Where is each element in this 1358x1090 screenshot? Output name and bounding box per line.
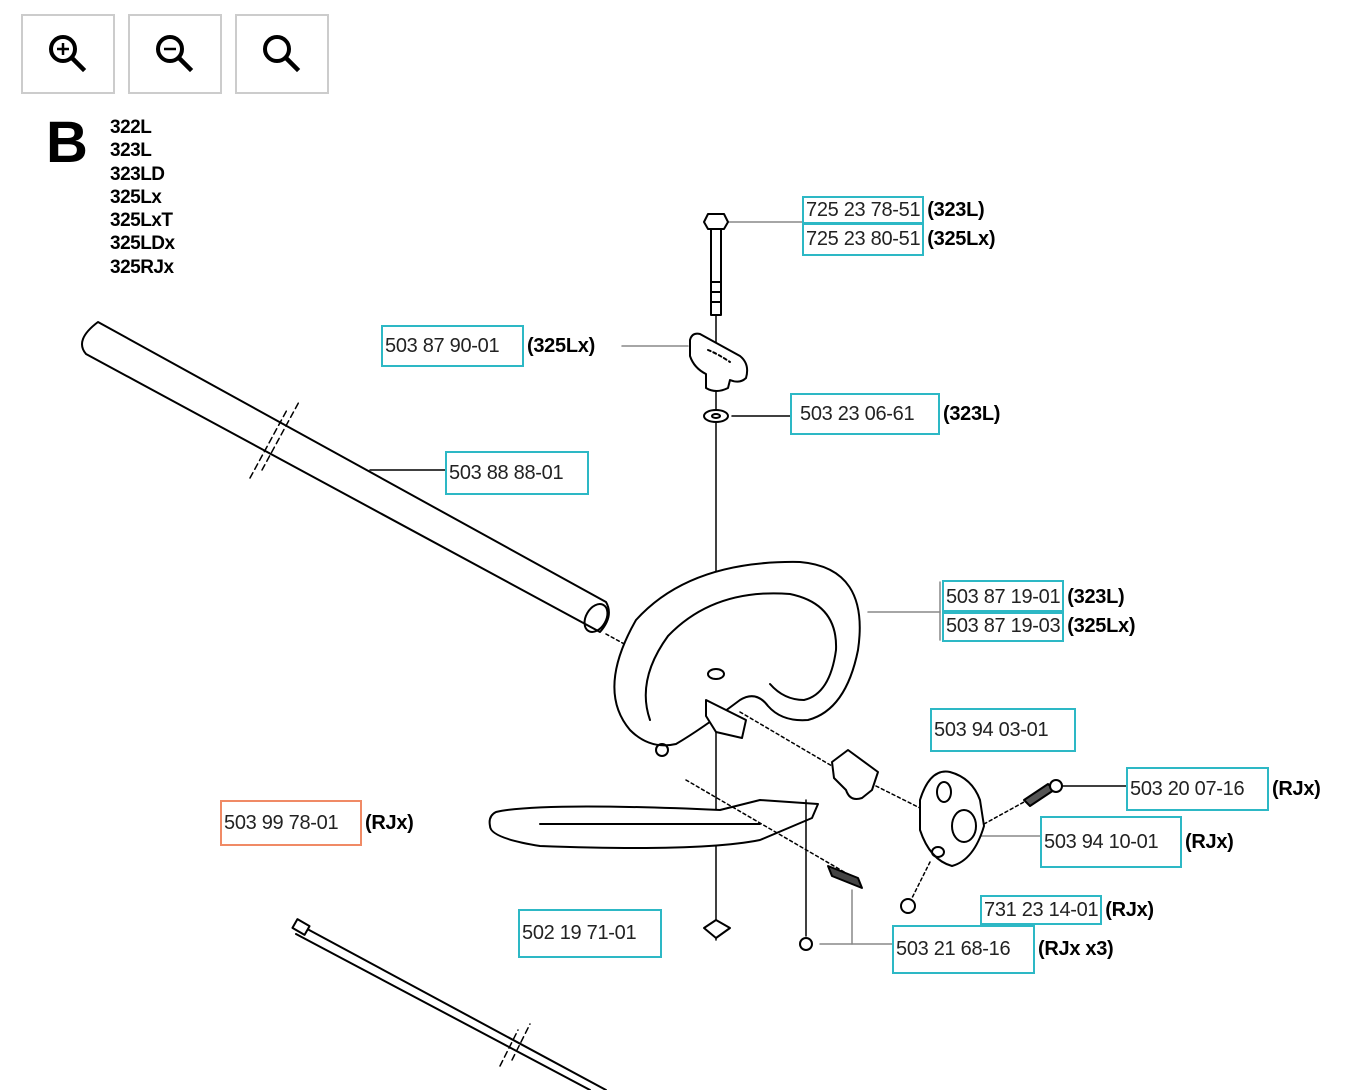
part-number-link[interactable]: 503 87 90-01 xyxy=(381,325,524,367)
part-callout: 503 23 06-61 (323L) xyxy=(790,393,1000,435)
model-label: 322L xyxy=(110,117,152,138)
bottom-screw-part xyxy=(799,799,863,951)
part-number-link[interactable]: 731 23 14-01 xyxy=(980,895,1103,925)
part-number-link[interactable]: 503 88 88-01 xyxy=(445,451,589,495)
model-label: 323L xyxy=(110,140,152,162)
part-note: (325Lx) xyxy=(1067,614,1136,637)
part-note: (RJx) xyxy=(1185,830,1234,853)
part-callout: 503 99 78-01 (RJx) xyxy=(220,800,414,846)
part-callout: 725 23 78-51 (323L) xyxy=(802,196,985,224)
part-note: (323L) xyxy=(1067,585,1125,608)
drive-shaft-part xyxy=(291,918,607,1090)
part-callout: 502 19 71-01 xyxy=(518,909,662,958)
loop-handle-part xyxy=(613,560,861,757)
part-callout: 503 87 19-03 (325Lx) xyxy=(942,610,1136,642)
screw-part xyxy=(983,779,1063,825)
part-callout: 503 20 07-16 (RJx) xyxy=(1126,767,1321,811)
part-number-link[interactable]: 725 23 80-51 xyxy=(802,223,925,256)
model-label: 323LD xyxy=(110,163,165,185)
part-callout: 725 23 80-51 (325Lx) xyxy=(802,223,996,256)
part-number-link[interactable]: 503 94 10-01 xyxy=(1040,816,1182,868)
reset-zoom-button[interactable] xyxy=(235,14,329,94)
zoom-in-icon xyxy=(49,35,87,73)
section-letter: B xyxy=(46,110,88,175)
part-callout: 503 94 03-01 xyxy=(930,708,1076,752)
clamp-part xyxy=(739,711,921,809)
zoom-in-button[interactable] xyxy=(21,14,115,94)
nut-part xyxy=(900,898,916,914)
tube-part xyxy=(81,321,691,681)
zoom-out-icon xyxy=(156,35,194,73)
model-label: 325Lx xyxy=(110,186,162,208)
part-number-link[interactable]: 503 20 07-16 xyxy=(1126,767,1269,811)
part-note: (325Lx) xyxy=(527,334,595,357)
part-note: (RJx x3) xyxy=(1038,938,1114,960)
bracket-part xyxy=(919,770,985,867)
part-note: (325Lx) xyxy=(927,228,996,250)
leader-lines xyxy=(369,221,1127,945)
search-icon xyxy=(263,35,301,73)
model-list: 322L 323L 323LD 325Lx 325LxT 325LDx 325R… xyxy=(110,116,175,279)
part-number-link[interactable]: 503 87 19-01 xyxy=(942,580,1065,614)
part-number-link[interactable]: 725 23 78-51 xyxy=(802,196,925,224)
part-note: (323L) xyxy=(943,402,1001,425)
part-callout: 731 23 14-01 (RJx) xyxy=(980,895,1154,925)
square-nut-part xyxy=(703,919,731,939)
part-number-link[interactable]: 503 23 06-61 xyxy=(790,393,940,435)
part-number-link[interactable]: 503 94 03-01 xyxy=(930,708,1076,752)
part-callout: 503 88 88-01 xyxy=(445,451,589,495)
part-callout: 503 21 68-16 (RJx x3) xyxy=(892,925,1114,974)
part-note: (323L) xyxy=(927,198,985,221)
part-number-link[interactable]: 503 21 68-16 xyxy=(892,925,1035,974)
bolt-part xyxy=(703,213,729,316)
part-number-link-selected[interactable]: 503 99 78-01 xyxy=(220,800,362,846)
zoom-out-button[interactable] xyxy=(128,14,222,94)
model-label: 325LDx xyxy=(110,233,175,255)
part-note: (RJx) xyxy=(1272,777,1321,800)
guard-part xyxy=(488,779,859,881)
part-number-link[interactable]: 503 87 19-03 xyxy=(942,610,1065,642)
part-callout: 503 94 10-01 (RJx) xyxy=(1040,816,1234,868)
part-callout: 503 87 90-01 (325Lx) xyxy=(381,325,595,367)
part-note: (RJx) xyxy=(1105,898,1154,921)
part-callout: 503 87 19-01 (323L) xyxy=(942,580,1125,614)
part-note: (RJx) xyxy=(365,811,414,834)
model-label: 325RJx xyxy=(110,256,174,278)
washer-part xyxy=(703,409,729,423)
part-number-link[interactable]: 502 19 71-01 xyxy=(518,909,662,958)
knob-part xyxy=(689,332,749,392)
model-label: 325LxT xyxy=(110,210,173,232)
